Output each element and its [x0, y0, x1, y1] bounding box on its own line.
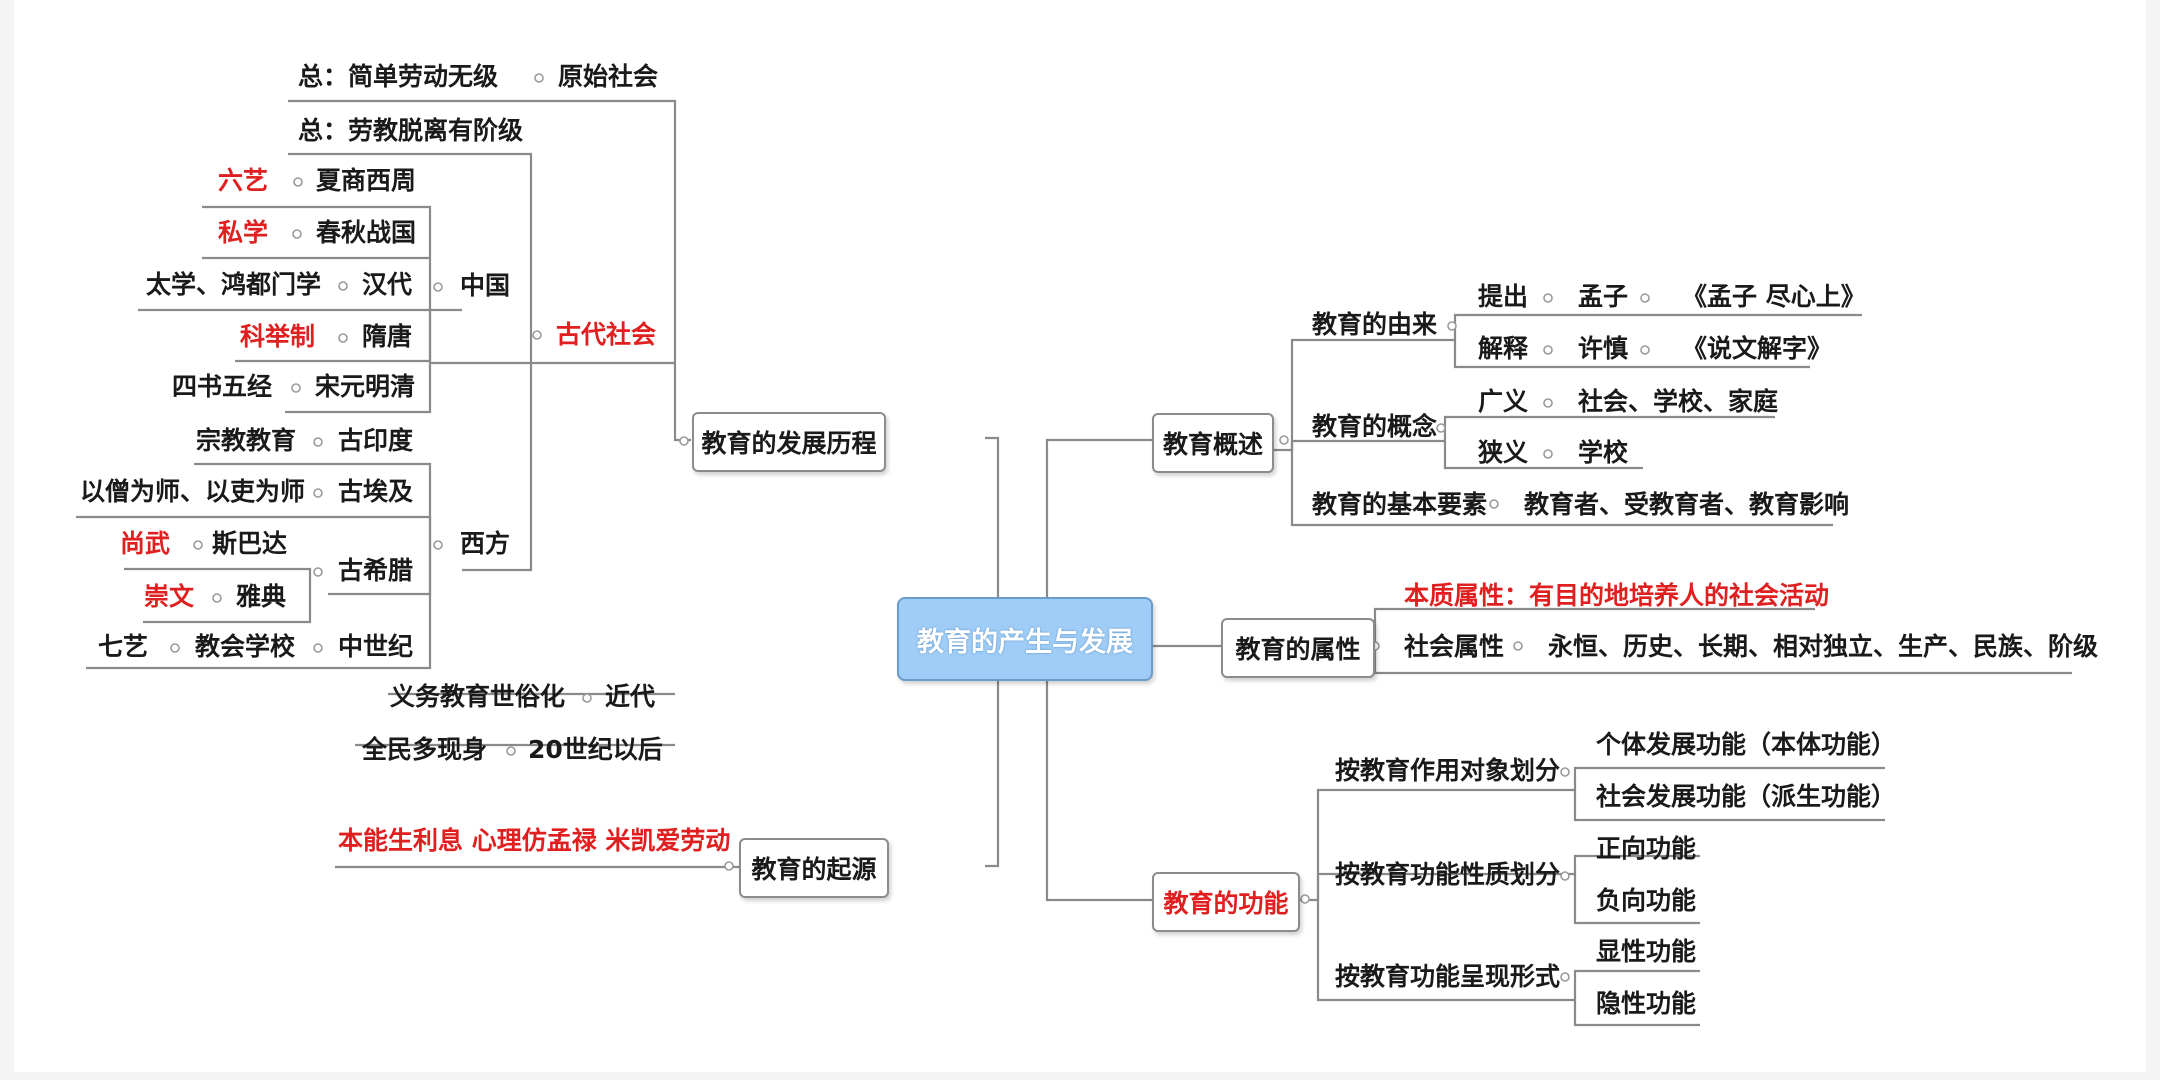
concept-broad-term: 广义	[1478, 387, 1529, 416]
source-label: 教育的由来	[1312, 310, 1438, 339]
function-by-nature: 按教育功能性质划分	[1335, 860, 1561, 889]
primitive-era: 原始社会	[558, 62, 659, 91]
sparta-feature: 尚武	[120, 529, 171, 558]
concept-broad-value: 社会、学校、家庭	[1578, 387, 1779, 416]
china-feature-5: 四书五经	[172, 372, 273, 401]
sparta-label: 斯巴达	[212, 529, 288, 558]
china-period-4: 隋唐	[362, 322, 413, 351]
source-propose-verb: 提出	[1478, 282, 1529, 311]
india-feature: 宗教教育	[196, 426, 297, 455]
athens-feature: 崇文	[144, 582, 195, 611]
china-period-1: 夏商西周	[316, 166, 417, 195]
china-period-2: 春秋战国	[316, 218, 417, 247]
source-propose-book: 《孟子 尽心上》	[1682, 282, 1866, 311]
china-period-5: 宋元明清	[315, 372, 416, 401]
function-by-object: 按教育作用对象划分	[1335, 756, 1561, 785]
concept-label: 教育的概念	[1312, 412, 1438, 441]
ancient-summary: 总：劳教脱离有阶级	[298, 116, 524, 145]
china-feature-1: 六艺	[218, 166, 269, 195]
china-feature-2: 私学	[218, 218, 269, 247]
attributes-node[interactable]: 教育的属性	[1221, 618, 1375, 678]
origin-node[interactable]: 教育的起源	[739, 838, 889, 898]
social-attribute-value: 永恒、历史、长期、相对独立、生产、民族、阶级	[1548, 632, 2099, 661]
c20-era: 20世纪以后	[528, 735, 663, 764]
essential-attribute: 本质属性：有目的地培养人的社会活动	[1404, 581, 1830, 610]
west-label: 西方	[460, 529, 511, 558]
india-label: 古印度	[338, 426, 414, 455]
function-negative: 负向功能	[1596, 886, 1697, 915]
function-by-form: 按教育功能呈现形式	[1335, 962, 1561, 991]
ancient-society-label: 古代社会	[556, 320, 657, 349]
history-node[interactable]: 教育的发展历程	[692, 412, 886, 472]
china-feature-4: 科举制	[240, 322, 316, 351]
elements-label: 教育的基本要素	[1312, 490, 1488, 519]
elements-value: 教育者、受教育者、教育影响	[1524, 490, 1850, 519]
egypt-feature: 以僧为师、以吏为师	[80, 477, 306, 506]
modern-era: 近代	[605, 682, 656, 711]
athens-label: 雅典	[236, 582, 287, 611]
origin-theories: 本能生利息 心理仿孟禄 米凯爱劳动	[338, 826, 731, 855]
modern-feature: 义务教育世俗化	[390, 682, 566, 711]
source-propose-person: 孟子	[1578, 282, 1629, 311]
china-feature-3: 太学、鸿都门学	[146, 270, 322, 299]
source-explain-verb: 解释	[1478, 334, 1529, 363]
greece-label: 古希腊	[338, 556, 414, 585]
concept-narrow-term: 狭义	[1478, 438, 1529, 467]
mindmap-canvas	[14, 0, 2146, 1072]
source-explain-person: 许慎	[1578, 334, 1629, 363]
china-period-3: 汉代	[362, 270, 413, 299]
function-positive: 正向功能	[1596, 834, 1697, 863]
china-label: 中国	[460, 271, 511, 300]
c20-feature: 全民多现身	[362, 735, 488, 764]
function-social: 社会发展功能（派生功能）	[1596, 782, 1897, 811]
medieval-school: 教会学校	[195, 632, 296, 661]
social-attribute-label: 社会属性	[1404, 632, 1505, 661]
egypt-label: 古埃及	[338, 477, 414, 506]
function-implicit: 隐性功能	[1596, 989, 1697, 1018]
medieval-label: 中世纪	[338, 632, 414, 661]
function-explicit: 显性功能	[1596, 937, 1697, 966]
primitive-summary: 总：简单劳动无级	[298, 62, 499, 91]
functions-node[interactable]: 教育的功能	[1152, 872, 1300, 932]
concept-narrow-value: 学校	[1578, 438, 1629, 467]
medieval-feature: 七艺	[98, 632, 149, 661]
source-explain-book: 《说文解字》	[1682, 334, 1833, 363]
overview-node[interactable]: 教育概述	[1152, 413, 1274, 473]
central-topic[interactable]: 教育的产生与发展	[897, 597, 1153, 681]
function-individual: 个体发展功能（本体功能）	[1596, 730, 1897, 759]
